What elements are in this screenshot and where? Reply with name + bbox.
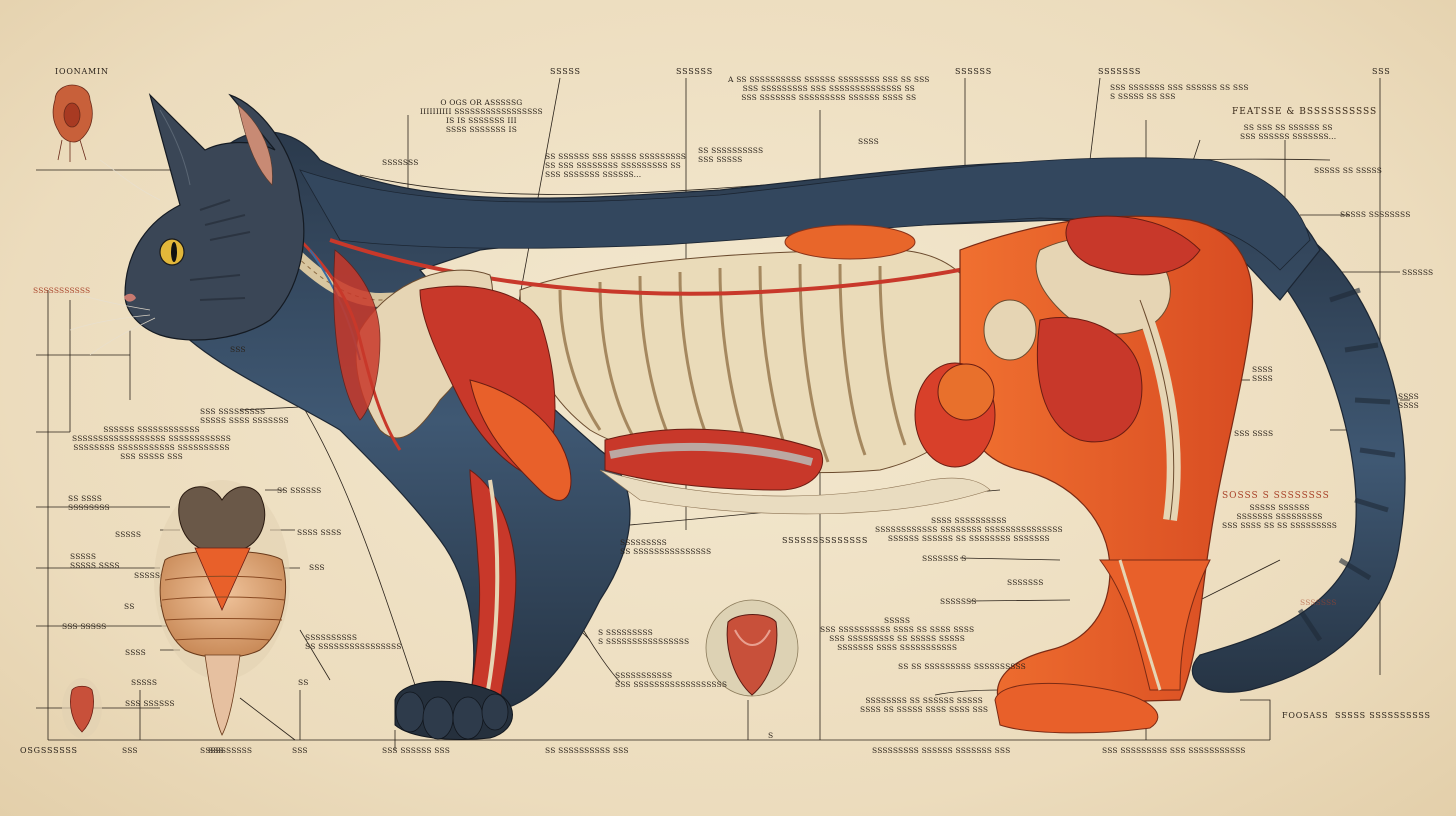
tail [1191, 229, 1406, 693]
top-label-5: SSSSSSS [1098, 67, 1142, 76]
heart-inset [705, 599, 799, 697]
right-label-2: SSSSS SSSSSSSS [1340, 210, 1411, 219]
forearm-muscle [469, 379, 572, 501]
bottom-left-5: SSS SSSSSS SSS [382, 746, 451, 755]
hind-paw [994, 682, 1159, 734]
kidney [784, 224, 916, 260]
bottom-center-1: SS SSSSSSSSSS SSS [545, 746, 629, 755]
left-accent-label: SSSSSSSSSSS [33, 286, 91, 295]
top-right-corner: SSS [1372, 67, 1391, 76]
brain-inset [154, 480, 290, 736]
tail-stripes [1297, 287, 1396, 642]
top-left-inset [52, 84, 93, 162]
foreleg-label-2: SSSSSSSSSS SS SSSSSSSSSSSSSSSS [305, 633, 402, 651]
front-leg-label: SSSSSSSSS SS SSSSSSSSSSSSSSS [620, 538, 712, 556]
left-side-1: SSSSS SSSSS SSSS [70, 552, 120, 570]
gluteal-muscle [1065, 215, 1201, 276]
cat-head [124, 92, 305, 341]
throat-label: SSS SSSSSSSSS SSSSS SSSS SSSSSSS [200, 407, 289, 425]
front-toes [395, 691, 509, 740]
brain-label-9: SSSS [125, 648, 146, 657]
left-side-2: SSSSS [131, 678, 158, 687]
hip-label: SSSS SSSS [1252, 365, 1273, 383]
brain-label-4: SSSS SSSS [297, 528, 342, 537]
left-side-4: SSS SSSSSS [125, 699, 175, 708]
hind-label-4: SS SS SSSSSSSSS SSSSSSSSSS [898, 662, 1027, 671]
shoulder-label: SS SSSSSS SSS SSSSS SSSSSSSSS SS SSS SSS… [545, 152, 687, 179]
hip-right-label: SSSS SSSS [1398, 392, 1419, 410]
tail-faint-label: SSSSSSS [1300, 598, 1337, 607]
belly-fur [599, 469, 991, 515]
bottom-right-2: SSS SSSSSSSSS SSS SSSSSSSSSSS [1102, 746, 1246, 755]
dorsal-label: SSSS [858, 137, 879, 146]
brain-label-1: SS SSSS SSSSSSSS [68, 494, 110, 512]
left-side-3: SS [298, 678, 309, 687]
right-label-3: SSSSSS [1402, 268, 1434, 277]
mid-caption: SSSSSSSSSSSSSS [782, 536, 869, 545]
top-right-title: FEATSSE & BSSSSSSSSSS [1232, 107, 1378, 117]
bottom-right-title: FOOSASS SSSSS SSSSSSSSSS [1282, 711, 1431, 720]
center-inset-label: SSSSS SSS SSSSSSSSSS SSSS SS SSSS SSSS S… [820, 616, 975, 652]
jaw-label: SSS [230, 345, 246, 354]
throat-muscle [333, 249, 381, 421]
hind-label-1: SSSSSSS S [922, 554, 967, 563]
top-left-inset-caption: IOONAMIN [55, 67, 109, 76]
bottom-left-1: SSSSSSSSSS [200, 746, 253, 755]
top-label-3: SSSSSS [676, 67, 713, 76]
hind-lower-leg [1099, 559, 1211, 691]
bladder [937, 363, 995, 421]
right-caption: SOSSS S SSSSSSSS [1222, 491, 1330, 501]
bottom-left-3: SSS [208, 746, 224, 755]
left-block-note: SSSSSS SSSSSSSSSSSS SSSSSSSSSSSSSSSSSS S… [72, 425, 232, 461]
head-stripes [189, 199, 251, 301]
bottom-right-1: SSSSSSSSS SSSSSS SSSSSSS SSS [872, 746, 1011, 755]
hind-label-3: SSSSSSS [940, 597, 977, 606]
belly-label: SSSS SSSSSSSSSS SSSSSSSSSSSS SSSSSSSS SS… [875, 516, 1063, 543]
bottom-center-2: S [768, 731, 774, 740]
brain-label-3: SSSSS [115, 530, 142, 539]
neck-small-label: SSSSSSS [382, 158, 419, 167]
bottom-left-2: SSS [122, 746, 138, 755]
brain-label-7: SS [124, 602, 135, 611]
brain-label-6: SSS [309, 563, 325, 572]
bottom-left-4: SSS [292, 746, 308, 755]
hind-label-5: SSSSSSSS SS SSSSSS SSSSS SSSS SS SSSSS S… [860, 696, 989, 714]
brain-label-8: SSS SSSSS [62, 622, 107, 631]
head-label: OSGSSSSSS [20, 746, 78, 755]
top-center-note: A SS SSSSSSSSSS SSSSSS SSSSSSSS SSS SS S… [728, 75, 930, 102]
whiskers [69, 159, 161, 356]
right-mid-label: SSS SSSS [1234, 429, 1274, 438]
paw-label: SSSSSSSSSSS SSS SSSSSSSSSSSSSSSSSS [615, 671, 728, 689]
top-right-sub: SS SSS SS SSSSSS SS SSS SSSSSS SSSSSSS..… [1240, 123, 1337, 141]
small-organ-inset [62, 678, 102, 738]
back-fur-band [299, 157, 1311, 271]
top-label-2: SSSSS [550, 67, 581, 76]
thorax-label: SS SSSSSSSSSS SSS SSSSS [698, 146, 764, 164]
right-label-1: SSSSS SS SSSSS [1314, 166, 1383, 175]
intestine [983, 299, 1037, 361]
top-label-4: SSSSSS [955, 67, 992, 76]
right-caption-sub: SSSSS SSSSSS SSSSSSS SSSSSSSSS SSS SSSS … [1222, 503, 1338, 530]
inner-ear [237, 104, 273, 186]
brain-label-5: SSSSS [134, 571, 161, 580]
foreleg-label-1: S SSSSSSSSS S SSSSSSSSSSSSSSSS [598, 628, 690, 646]
cat-nose [124, 293, 136, 302]
brain-label-2: SS SSSSSS [277, 486, 322, 495]
top-center-title: O OGS OR ASSSSSG IIIIIIIIII SSSSSSSSSSSS… [420, 98, 543, 134]
top-right-note: SSS SSSSSSS SSS SSSSSS SS SSS S SSSSS SS… [1110, 83, 1249, 101]
thigh-muscle [1036, 316, 1143, 443]
hind-label-2: SSSSSSS [1007, 578, 1044, 587]
